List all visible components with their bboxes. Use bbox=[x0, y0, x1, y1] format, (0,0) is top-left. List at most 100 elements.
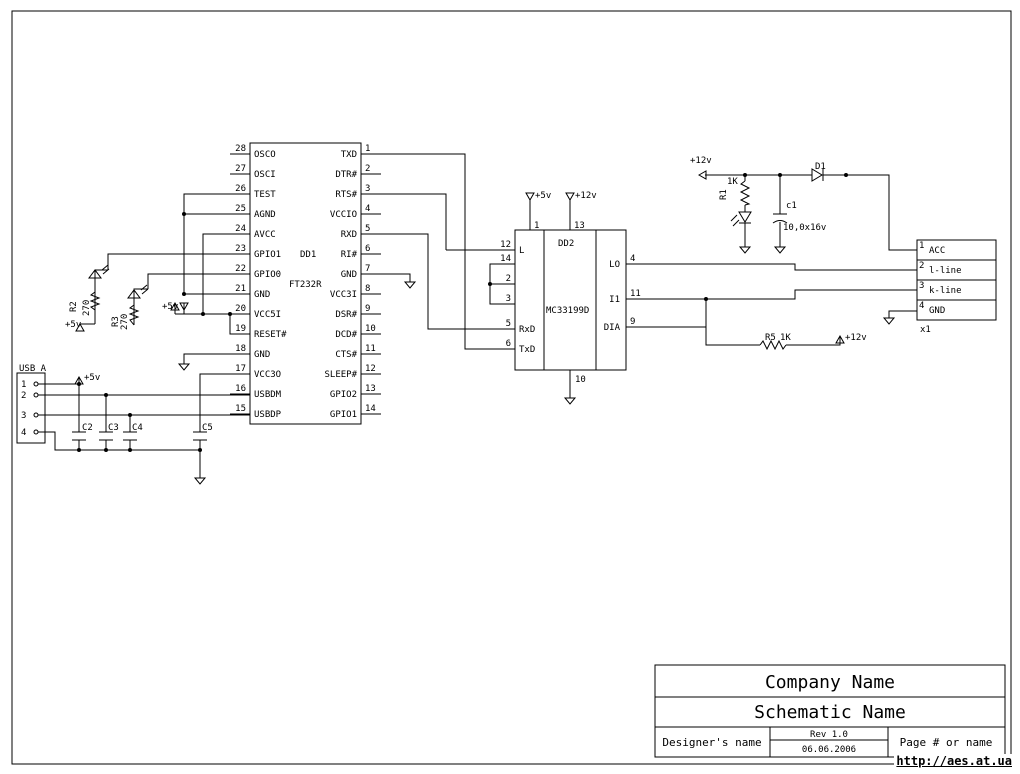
dd1-right-pin-name: VCC3I bbox=[330, 290, 357, 300]
power-arrow-icon bbox=[697, 170, 707, 180]
usb-title: USB A bbox=[19, 364, 47, 374]
dd1-left-pin-number: 28 bbox=[235, 144, 246, 154]
dd2-right-pin-number: 4 bbox=[630, 254, 635, 264]
site-link[interactable]: http://aes.at.ua bbox=[894, 754, 1014, 768]
dd1-right-pin-number: 12 bbox=[365, 364, 376, 374]
dd1-right-pin-name: GPIO1 bbox=[330, 410, 357, 420]
junction-dot bbox=[704, 297, 708, 301]
wire-txd bbox=[361, 153, 466, 251]
capacitor-c1: c1 10,0x16v bbox=[772, 201, 826, 233]
dd1-left-pin-name: TEST bbox=[254, 190, 276, 200]
ground-symbol bbox=[773, 246, 787, 254]
dd2-left-pin-number: 5 bbox=[506, 319, 511, 329]
dd2-part: MC33199D bbox=[546, 306, 589, 316]
wire-x1-gnd bbox=[888, 310, 917, 318]
sheet-border bbox=[11, 10, 1012, 765]
dd1-right-pin-name: CTS# bbox=[335, 350, 357, 360]
ground-symbol bbox=[563, 397, 577, 405]
wire-reset bbox=[229, 314, 250, 335]
usb-pin-number: 2 bbox=[21, 391, 26, 401]
wire-to-txd bbox=[464, 250, 515, 350]
resistor-r5: R5 1K bbox=[759, 333, 791, 351]
ground-symbol bbox=[882, 317, 896, 325]
usb-pin-number: 1 bbox=[21, 380, 26, 390]
dd2-top-pin-13: 13 bbox=[574, 221, 585, 231]
x1-pin-name: k-line bbox=[929, 286, 962, 296]
dd1-left-pin-name: OSCI bbox=[254, 170, 276, 180]
dd1-right-pin-number: 9 bbox=[365, 304, 370, 314]
company-name: Company Name bbox=[765, 672, 895, 693]
power-5v-usb: +5v bbox=[74, 373, 100, 385]
dd1-left-pin-number: 21 bbox=[235, 284, 246, 294]
dd2-ref: DD2 bbox=[558, 239, 574, 249]
c1-label: c1 bbox=[786, 201, 797, 211]
date: 06.06.2006 bbox=[802, 745, 856, 755]
dd1-right-pin-number: 11 bbox=[365, 344, 376, 354]
wire-lo bbox=[626, 263, 917, 271]
dd1-left-pin-number: 27 bbox=[235, 164, 246, 174]
wire-dia bbox=[626, 326, 760, 346]
dd2-right-pin-name: I1 bbox=[609, 295, 620, 305]
dd2-left-pin-number: 12 bbox=[500, 240, 511, 250]
power-12v-r5: +12v bbox=[835, 333, 867, 344]
usb-body bbox=[16, 372, 46, 444]
wire-r5-12v bbox=[786, 336, 841, 346]
dd1-right-pin-name: GND bbox=[341, 270, 357, 280]
dd1-body bbox=[249, 142, 362, 425]
label-5v: +5v bbox=[535, 191, 551, 201]
usb-pin-contact bbox=[33, 381, 39, 387]
usb-pin-number: 4 bbox=[21, 428, 26, 438]
dd1-left-pin-name: GND bbox=[254, 350, 270, 360]
dd1-left-pin-number: 26 bbox=[235, 184, 246, 194]
wire-gnd18 bbox=[183, 353, 250, 364]
dd1-right-pin-name: DCD# bbox=[335, 330, 357, 340]
dd1-left-pin-name: VCC5I bbox=[254, 310, 281, 320]
power-arrow-icon bbox=[835, 334, 845, 344]
usb-pin-contact bbox=[33, 412, 39, 418]
dd1-right-pin-name: RXD bbox=[341, 230, 357, 240]
x1-pin-name: GND bbox=[929, 306, 945, 316]
r5-label: R5 bbox=[765, 333, 776, 343]
dd1-right-pin-number: 1 bbox=[365, 144, 370, 154]
dd1-left-pin-number: 17 bbox=[235, 364, 246, 374]
dd1-right-pin-number: 14 bbox=[365, 404, 376, 414]
r1-label: R1 bbox=[719, 189, 729, 200]
dd2-right-pin-name: LO bbox=[609, 260, 620, 270]
dd1-right-pin-name: VCCIO bbox=[330, 210, 357, 220]
junction-dots bbox=[77, 173, 848, 452]
usb-pin-contact bbox=[33, 392, 39, 398]
c4-label: C4 bbox=[132, 423, 143, 433]
c1-value: 10,0x16v bbox=[783, 223, 826, 233]
ground-symbol bbox=[738, 246, 752, 254]
junction-dot bbox=[198, 448, 202, 452]
led-icon bbox=[738, 211, 752, 223]
dd1-right-pin-name: RTS# bbox=[335, 190, 357, 200]
dd1-left-pin-number: 22 bbox=[235, 264, 246, 274]
label-5v: +5v bbox=[65, 320, 81, 330]
dd2-left-pin-name: RxD bbox=[519, 325, 535, 335]
dd1-left-pin-number: 24 bbox=[235, 224, 246, 234]
dd1-right-pin-number: 3 bbox=[365, 184, 370, 194]
dd2-left-pin-name: L bbox=[519, 246, 524, 256]
r3-value: 270 bbox=[120, 314, 130, 330]
led-ray bbox=[140, 284, 148, 291]
r1-value: 1K bbox=[727, 177, 738, 187]
dd1-left-pin-name: GPIO0 bbox=[254, 270, 281, 280]
junction-dot bbox=[104, 448, 108, 452]
x1-pin-name: ACC bbox=[929, 246, 945, 256]
x1-pin-name: l-line bbox=[929, 266, 962, 276]
dd1-left-pin-name: USBDP bbox=[254, 410, 282, 420]
c5-label: C5 bbox=[202, 423, 213, 433]
r5-value: 1K bbox=[780, 333, 791, 343]
dd1-left-pin-name: AGND bbox=[254, 210, 276, 220]
label-12v: +12v bbox=[690, 156, 712, 166]
x1-ref: x1 bbox=[920, 325, 931, 335]
c2-label: C2 bbox=[82, 423, 93, 433]
dd1-left-pin-number: 25 bbox=[235, 204, 246, 214]
dd1-left-pin-name: USBDM bbox=[254, 390, 282, 400]
